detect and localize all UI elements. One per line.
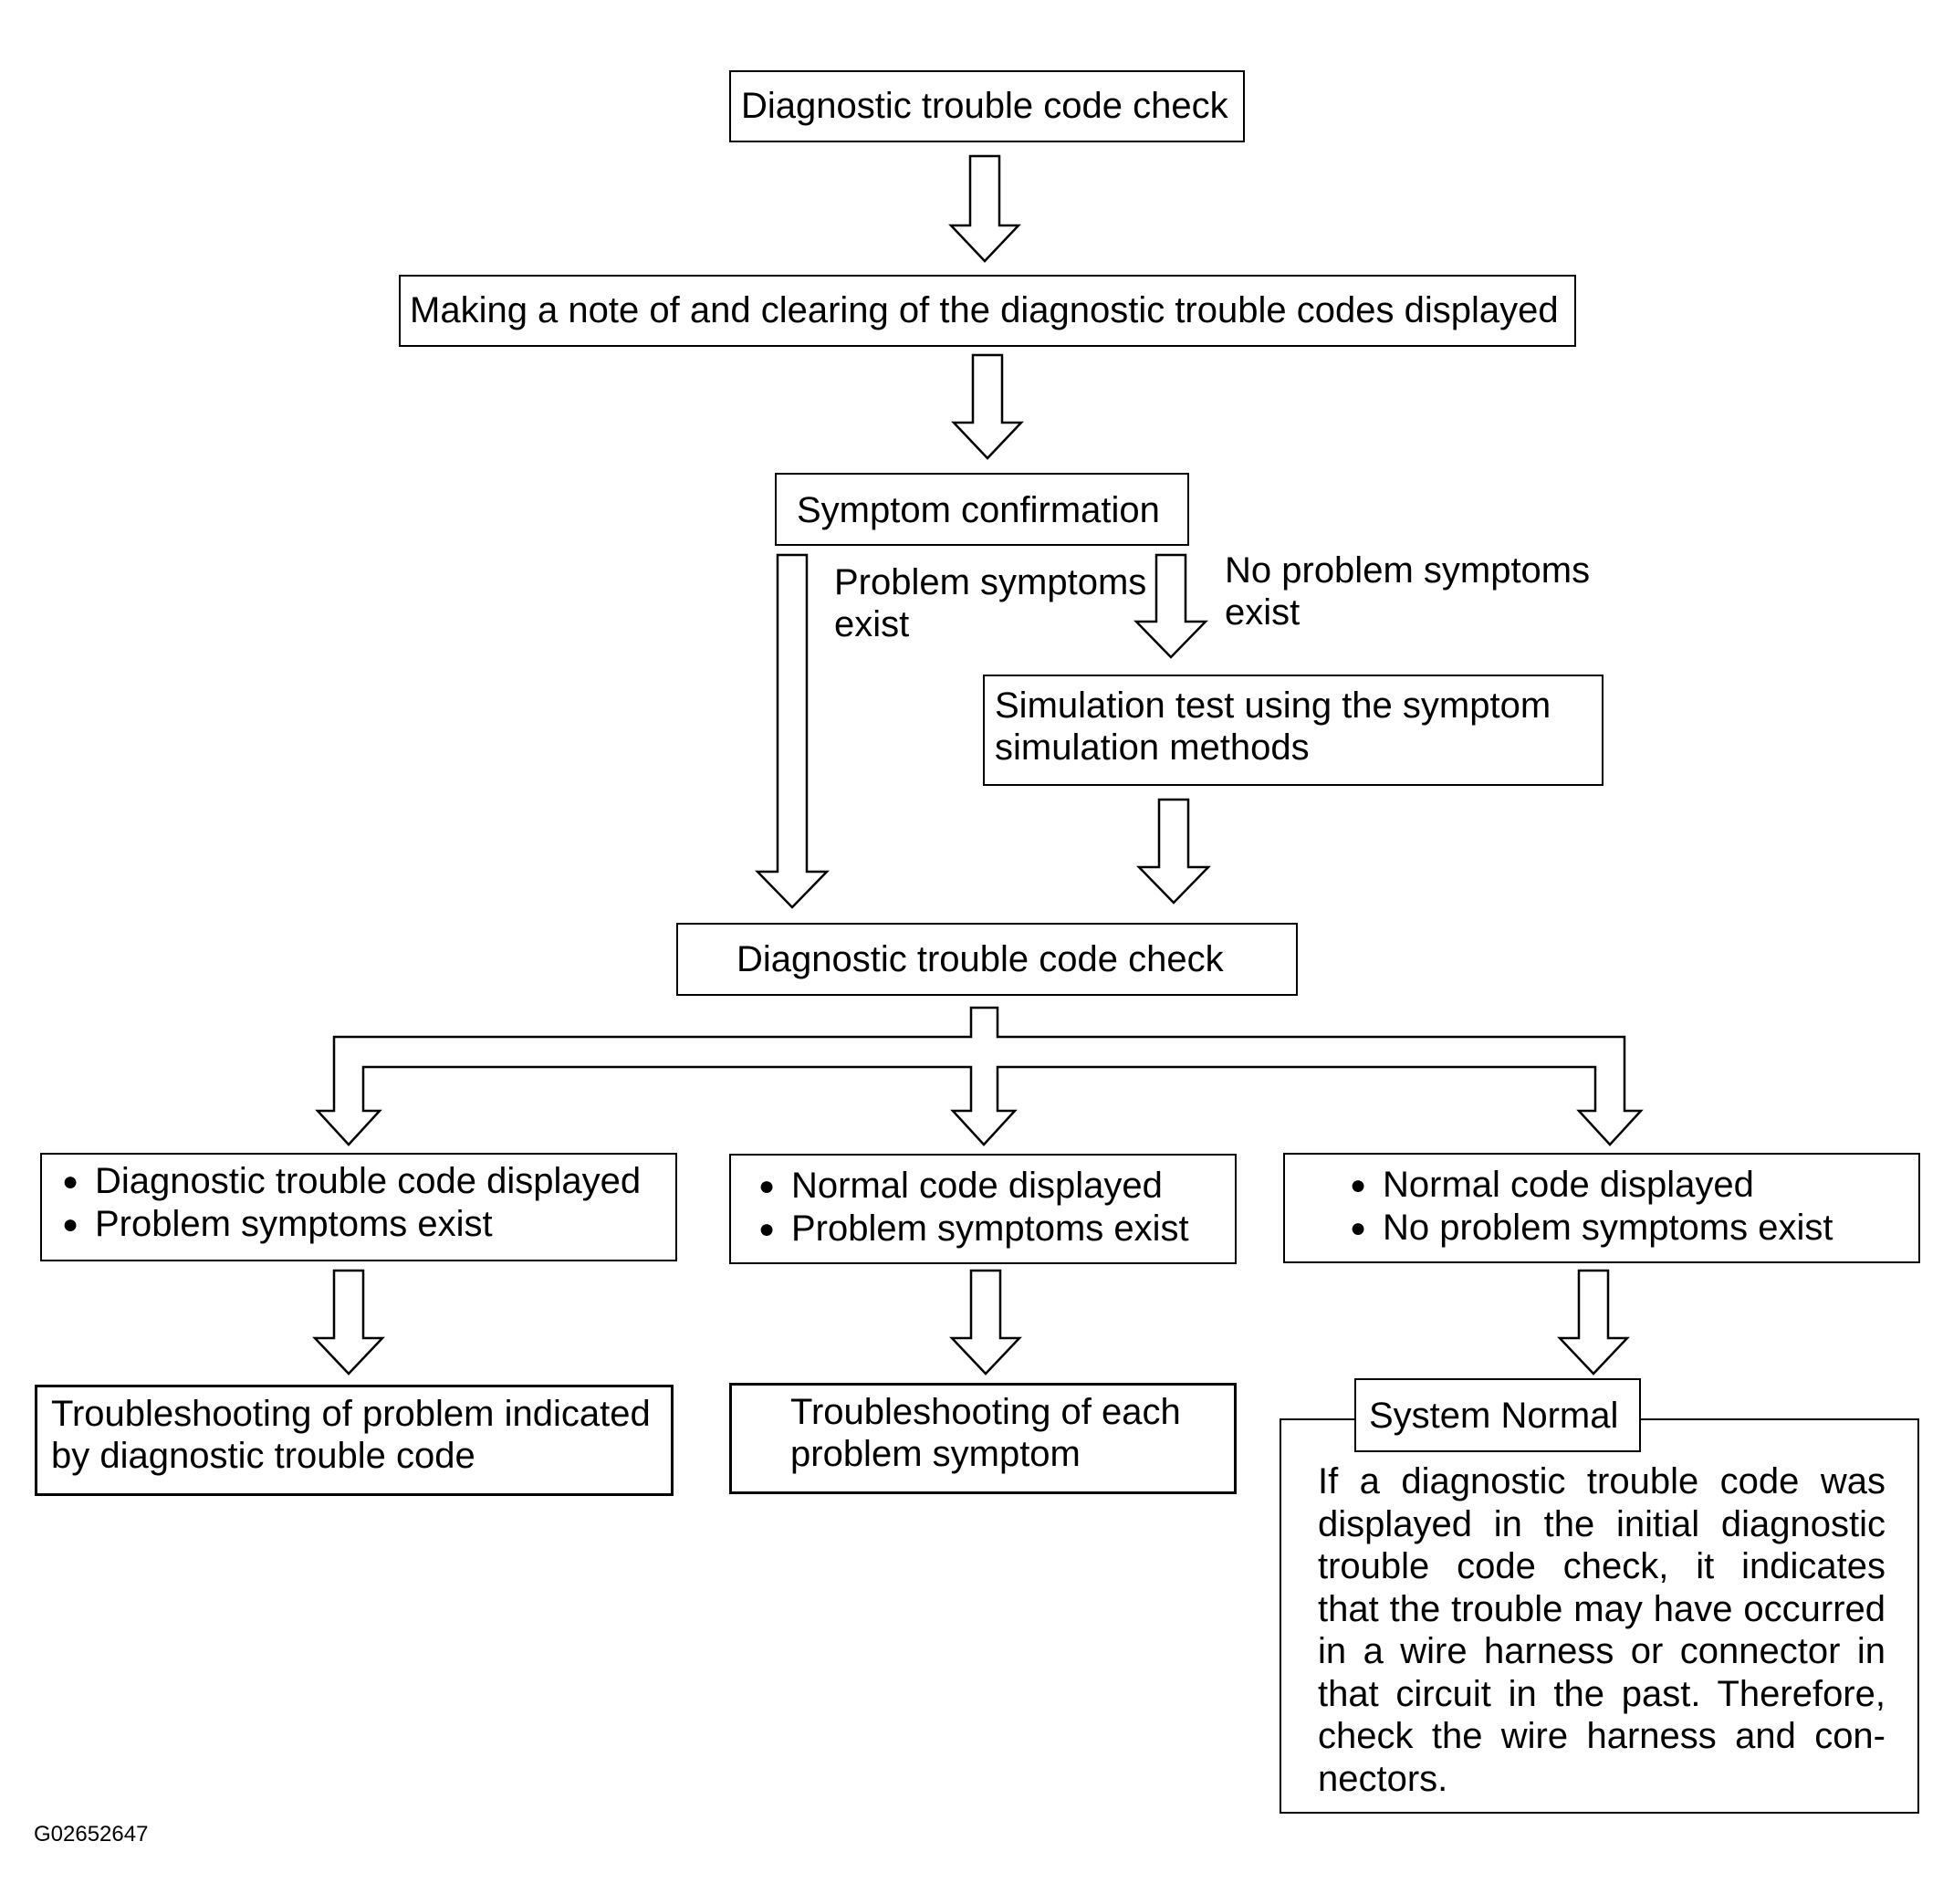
arrow-right-to-normal bbox=[1557, 1269, 1630, 1376]
result-middle-line2: problem symptom bbox=[790, 1434, 1081, 1474]
result-box-middle: Troubleshooting of each problem symptom bbox=[729, 1383, 1237, 1494]
edge-label-problem-line1: Problem symptoms bbox=[834, 562, 1147, 602]
system-normal-line-6: that circuit in the past. Therefore, bbox=[1318, 1673, 1886, 1714]
simulation-test-line1: Simulation test using the symptom bbox=[995, 685, 1551, 726]
branch-right-item-2: No problem symptoms exist bbox=[1350, 1207, 1833, 1250]
arrow-no-problem-symptoms bbox=[1133, 553, 1208, 659]
result-left-text: Troubleshooting of problem indicated by … bbox=[51, 1393, 651, 1477]
system-normal-line-4: that the trouble may have occurred bbox=[1318, 1588, 1886, 1629]
arrow-split-three-way bbox=[315, 1006, 1644, 1146]
edge-label-no-problem-line2: exist bbox=[1225, 592, 1301, 633]
dtc-check-label-second: Diagnostic trouble code check bbox=[736, 939, 1224, 979]
branch-left-item-1: Diagnostic trouble code displayed bbox=[62, 1160, 641, 1203]
system-normal-line-3: trouble code check, it indicates bbox=[1318, 1546, 1886, 1586]
branch-middle-item-2: Problem symptoms exist bbox=[758, 1208, 1189, 1250]
symptom-confirmation-box: Symptom confirmation bbox=[775, 473, 1189, 546]
dtc-check-box-top: Diagnostic trouble code check bbox=[729, 70, 1245, 142]
note-clear-label: Making a note of and clearing of the dia… bbox=[410, 290, 1559, 330]
result-left-line1: Troubleshooting of problem indicated bbox=[51, 1394, 651, 1434]
result-box-left: Troubleshooting of problem indicated by … bbox=[35, 1385, 674, 1496]
system-normal-line-1: If a diagnostic trouble code was bbox=[1318, 1461, 1886, 1501]
branch-box-middle: Normal code displayed Problem symptoms e… bbox=[729, 1154, 1237, 1264]
branch-middle-text: Normal code displayed Problem symptoms e… bbox=[758, 1165, 1189, 1250]
system-normal-line-2: displayed in the initial diagnostic bbox=[1318, 1503, 1886, 1544]
system-normal-box: If a diagnostic trouble code was display… bbox=[1280, 1418, 1919, 1814]
arrow-check-to-note bbox=[948, 154, 1021, 263]
dtc-check-label-top: Diagnostic trouble code check bbox=[741, 86, 1228, 126]
branch-right-item-1: Normal code displayed bbox=[1350, 1164, 1833, 1207]
simulation-test-label: Simulation test using the symptom simula… bbox=[995, 685, 1551, 769]
branch-right-text: Normal code displayed No problem symptom… bbox=[1350, 1164, 1833, 1250]
system-normal-line-5: in a wire harness or connector in bbox=[1318, 1631, 1886, 1671]
branch-left-text: Diagnostic trouble code displayed Proble… bbox=[62, 1160, 641, 1246]
dtc-check-box-second: Diagnostic trouble code check bbox=[676, 923, 1298, 996]
system-normal-title-box: System Normal bbox=[1354, 1378, 1641, 1452]
branch-box-right: Normal code displayed No problem symptom… bbox=[1283, 1153, 1920, 1263]
branch-left-item-2: Problem symptoms exist bbox=[62, 1203, 641, 1246]
arrow-middle-to-result bbox=[949, 1269, 1022, 1376]
system-normal-body: If a diagnostic trouble code was display… bbox=[1318, 1460, 1886, 1800]
edge-label-no-problem-symptoms: No problem symptoms exist bbox=[1225, 549, 1590, 633]
figure-id: G02652647 bbox=[34, 1822, 149, 1846]
branch-middle-item-1: Normal code displayed bbox=[758, 1165, 1189, 1208]
system-normal-line-7: check the wire harness and con- bbox=[1318, 1716, 1886, 1756]
arrow-problem-symptoms bbox=[755, 553, 830, 909]
arrow-simulation-to-check bbox=[1136, 798, 1211, 905]
symptom-confirmation-label: Symptom confirmation bbox=[797, 490, 1160, 530]
result-middle-line1: Troubleshooting of each bbox=[790, 1392, 1181, 1432]
note-clear-box: Making a note of and clearing of the dia… bbox=[399, 275, 1576, 347]
edge-label-problem-symptoms: Problem symptoms exist bbox=[834, 561, 1146, 645]
edge-label-no-problem-line1: No problem symptoms bbox=[1225, 550, 1591, 591]
simulation-test-line2: simulation methods bbox=[995, 727, 1310, 768]
arrow-left-to-result bbox=[312, 1269, 385, 1376]
result-middle-text: Troubleshooting of each problem symptom bbox=[790, 1391, 1181, 1475]
system-normal-line-8: nectors. bbox=[1318, 1758, 1448, 1799]
arrow-note-to-symptom bbox=[951, 353, 1024, 460]
edge-label-problem-line2: exist bbox=[834, 604, 910, 644]
branch-box-left: Diagnostic trouble code displayed Proble… bbox=[40, 1153, 677, 1261]
result-left-line2: by diagnostic trouble code bbox=[51, 1436, 475, 1476]
system-normal-title: System Normal bbox=[1369, 1396, 1619, 1436]
simulation-test-box: Simulation test using the symptom simula… bbox=[983, 675, 1603, 786]
